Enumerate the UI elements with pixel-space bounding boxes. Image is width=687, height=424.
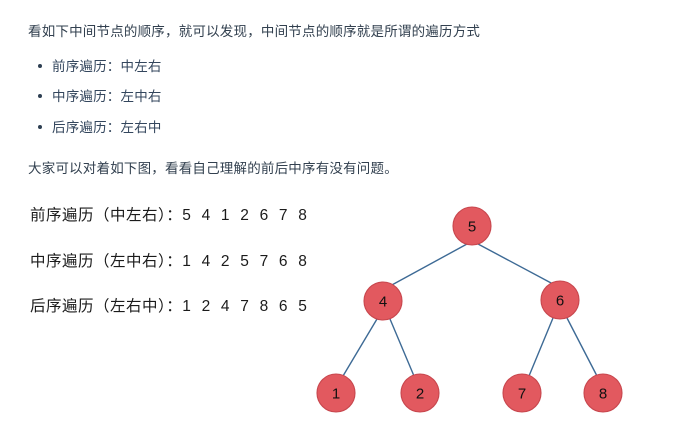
list-item-label: 后序遍历：左右中 bbox=[52, 120, 162, 136]
tree-node-circle bbox=[452, 206, 492, 246]
order-line-postorder: 后序遍历（左右中）：1 2 4 7 8 6 5 bbox=[30, 299, 370, 315]
tree-node-label: 7 bbox=[518, 386, 526, 403]
bullet-dot-icon bbox=[38, 94, 42, 99]
tree-node-label: 4 bbox=[379, 294, 387, 311]
tree-node-1: 1 bbox=[316, 373, 356, 413]
tree-node-group: 5 4 6 1 2 7 8 bbox=[316, 206, 623, 413]
tree-node-circle bbox=[363, 281, 403, 321]
order-line-inorder: 中序遍历（左中右）：1 4 2 5 7 6 8 bbox=[30, 252, 370, 270]
order-sequence: 1 2 4 7 8 6 5 bbox=[182, 298, 311, 315]
tree-node-7: 7 bbox=[502, 373, 542, 413]
order-label: 后序遍历（左右中）： bbox=[30, 298, 183, 315]
list-item-inorder: 中序遍历：左中右 bbox=[38, 87, 687, 107]
closing-paragraph: 大家可以对着如下图，看看自己理解的前后中序有没有问题。 bbox=[28, 160, 398, 176]
traversal-order-list: 前序遍历（中左右）：5 4 1 2 6 7 8 中序遍历（左中右）：1 4 2 … bbox=[30, 208, 370, 345]
bullet-dot-icon bbox=[38, 125, 42, 130]
order-sequence: 5 4 1 2 6 7 8 bbox=[182, 207, 311, 224]
order-sequence: 1 4 2 5 7 6 8 bbox=[182, 252, 311, 270]
tree-node-4: 4 bbox=[363, 281, 403, 321]
tree-node-label: 5 bbox=[468, 219, 476, 236]
tree-node-5: 5 bbox=[452, 206, 492, 246]
list-item-label: 中序遍历：左中右 bbox=[52, 89, 162, 105]
order-label: 中序遍历（左中右）： bbox=[30, 252, 183, 270]
tree-node-circle bbox=[540, 280, 580, 320]
binary-tree-svg: 5 4 6 1 2 7 8 bbox=[316, 206, 623, 413]
order-label: 前序遍历（中左右）： bbox=[30, 207, 183, 224]
list-item-preorder: 前序遍历：中左右 bbox=[38, 57, 687, 77]
tree-node-2: 2 bbox=[400, 373, 440, 413]
tree-node-circle bbox=[316, 373, 356, 413]
tree-edge-root-left bbox=[389, 243, 468, 287]
tree-edge-group bbox=[342, 243, 598, 377]
tree-node-label: 1 bbox=[332, 386, 340, 403]
tree-edge-right-rl bbox=[528, 317, 554, 377]
binary-tree-diagram: 5 4 6 1 2 7 8 bbox=[300, 196, 687, 424]
tree-edge-left-ll bbox=[342, 318, 378, 377]
tree-node-8: 8 bbox=[583, 373, 623, 413]
tree-node-circle bbox=[502, 373, 542, 413]
intro-paragraph: 看如下中间节点的顺序，就可以发现，中间节点的顺序就是所谓的遍历方式 bbox=[28, 24, 481, 39]
tree-edge-right-rr bbox=[566, 317, 598, 377]
tree-edge-root-right bbox=[477, 243, 554, 285]
tree-node-6: 6 bbox=[540, 280, 580, 320]
tree-edge-left-lr bbox=[389, 318, 415, 377]
tree-node-label: 2 bbox=[416, 386, 424, 403]
tree-node-circle bbox=[583, 373, 623, 413]
tree-node-circle bbox=[400, 373, 440, 413]
bullet-dot-icon bbox=[38, 63, 42, 68]
order-line-preorder: 前序遍历（中左右）：5 4 1 2 6 7 8 bbox=[30, 208, 370, 224]
list-item-postorder: 后序遍历：左右中 bbox=[38, 118, 687, 138]
tree-node-label: 6 bbox=[556, 293, 564, 310]
traversal-type-list: 前序遍历：中左右 中序遍历：左中右 后序遍历：左右中 bbox=[0, 57, 687, 138]
tree-node-label: 8 bbox=[599, 386, 607, 403]
article-body: 看如下中间节点的顺序，就可以发现，中间节点的顺序就是所谓的遍历方式 前序遍历：中… bbox=[0, 0, 687, 180]
list-item-label: 前序遍历：中左右 bbox=[52, 58, 162, 74]
